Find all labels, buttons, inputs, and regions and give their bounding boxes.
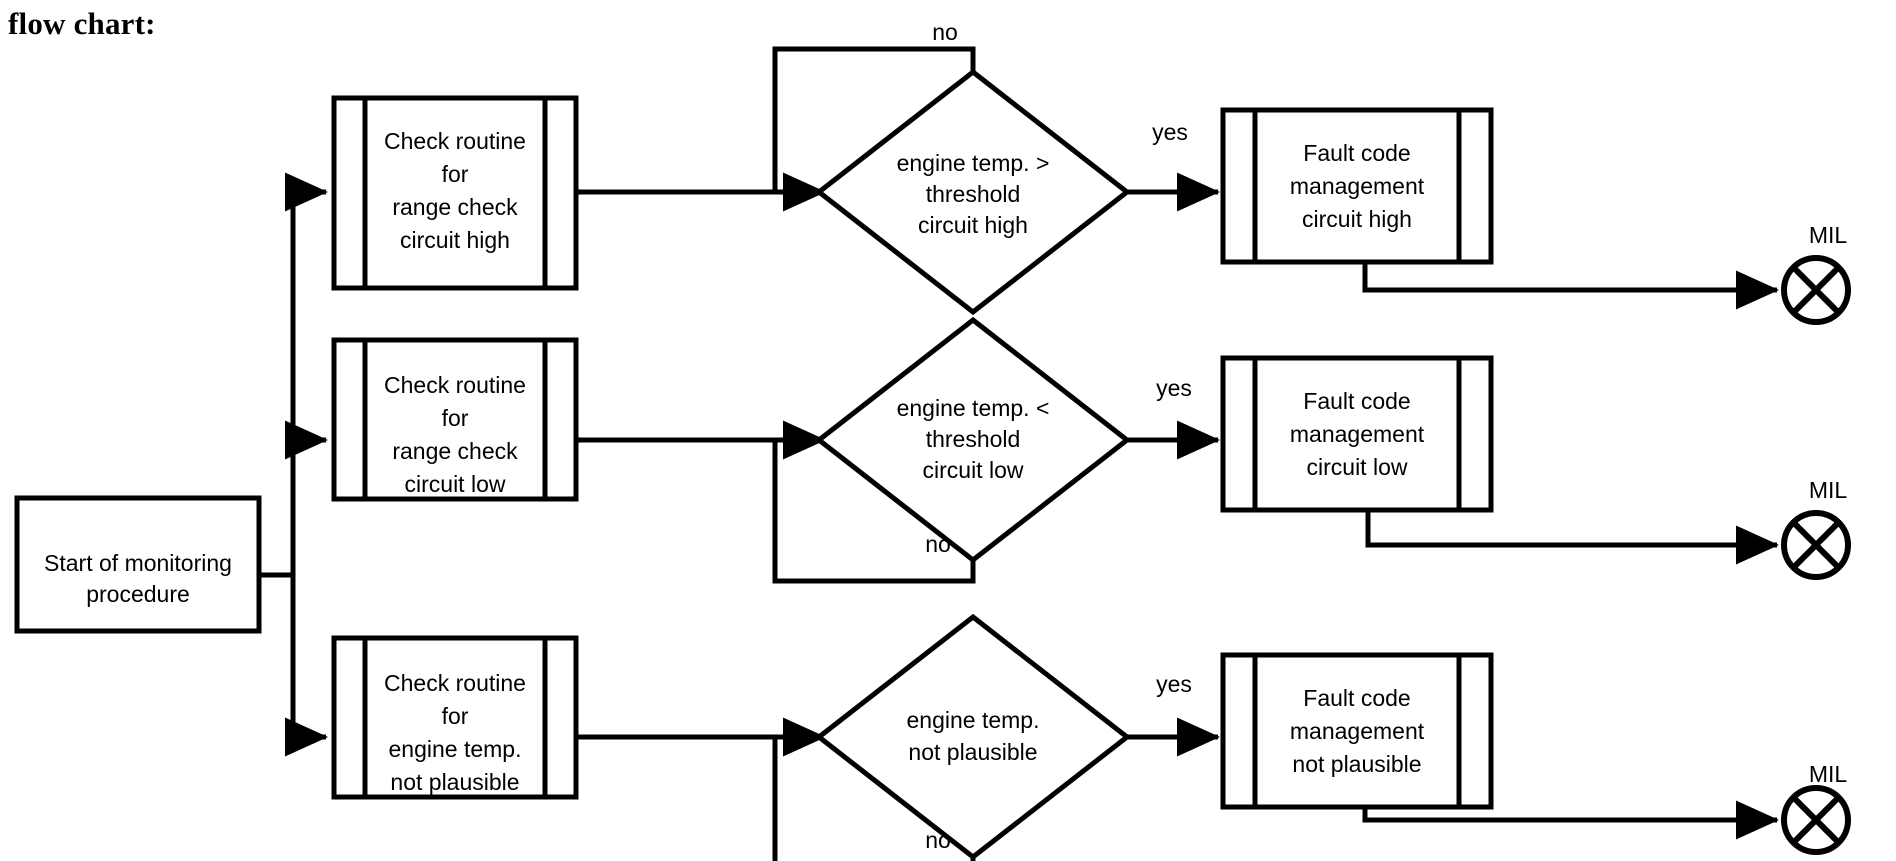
node-check-high-line2: for bbox=[442, 161, 469, 187]
mil-cross-icon bbox=[1790, 519, 1842, 571]
mil-label-plaus: MIL bbox=[1809, 761, 1848, 787]
node-mil-not-plausible[interactable]: MIL bbox=[1781, 761, 1851, 855]
node-start-line1: Start of monitoring bbox=[44, 550, 232, 576]
node-decision-low-line2: threshold bbox=[926, 426, 1021, 452]
edge-fault-low-to-mil bbox=[1365, 510, 1780, 565]
edge-label-yes-high: yes bbox=[1152, 119, 1188, 145]
node-decision-plaus-line1: engine temp. bbox=[907, 707, 1040, 733]
edge-fault-high-to-mil bbox=[1362, 262, 1780, 310]
mil-label-high: MIL bbox=[1809, 222, 1848, 248]
node-decision-high-line3: circuit high bbox=[918, 212, 1028, 238]
edge-label-no-high: no bbox=[932, 19, 958, 45]
node-check-high-line3: range check bbox=[392, 194, 518, 220]
node-fault-low-line1: Fault code bbox=[1303, 388, 1410, 414]
node-decision-low-line1: engine temp. < bbox=[897, 395, 1050, 421]
node-decision-circuit-high[interactable]: engine temp. > threshold circuit high bbox=[814, 68, 1132, 316]
node-start[interactable]: Start of monitoring procedure bbox=[14, 495, 262, 634]
edge-fault-plaus-to-mil bbox=[1362, 800, 1780, 840]
edge-labels-layer: no yes no yes no yes bbox=[925, 19, 1192, 853]
node-mil-circuit-high[interactable]: MIL bbox=[1781, 222, 1851, 325]
node-check-low-line3: range check bbox=[392, 438, 518, 464]
node-check-high-line1: Check routine bbox=[384, 128, 526, 154]
node-decision-high-line1: engine temp. > bbox=[897, 150, 1050, 176]
node-fault-code-not-plausible[interactable]: Fault code management not plausible bbox=[1220, 652, 1494, 810]
node-check-low-line2: for bbox=[442, 405, 469, 431]
node-fault-high-line2: management bbox=[1290, 173, 1425, 199]
node-check-high-line4: circuit high bbox=[400, 227, 510, 253]
edge-label-yes-plaus: yes bbox=[1156, 671, 1192, 697]
node-fault-plaus-line3: not plausible bbox=[1292, 751, 1421, 777]
mil-cross-icon bbox=[1790, 794, 1842, 846]
node-check-plaus-line1: Check routine bbox=[384, 670, 526, 696]
node-check-routine-not-plausible[interactable]: Check routine for engine temp. not plaus… bbox=[331, 635, 579, 800]
node-check-plaus-line3: engine temp. bbox=[389, 736, 522, 762]
node-fault-high-line1: Fault code bbox=[1303, 140, 1410, 166]
page-title: flow chart: bbox=[8, 6, 156, 41]
node-start-line2: procedure bbox=[86, 581, 190, 607]
node-check-low-line4: circuit low bbox=[405, 471, 506, 497]
node-fault-plaus-line2: management bbox=[1290, 718, 1425, 744]
mil-cross-icon bbox=[1790, 264, 1842, 316]
node-fault-high-line3: circuit high bbox=[1302, 206, 1412, 232]
node-fault-low-line2: management bbox=[1290, 421, 1425, 447]
node-check-plaus-line2: for bbox=[442, 703, 469, 729]
mil-label-low: MIL bbox=[1809, 477, 1848, 503]
node-fault-code-circuit-low[interactable]: Fault code management circuit low bbox=[1220, 355, 1494, 513]
node-check-plaus-line4: not plausible bbox=[390, 769, 519, 795]
node-decision-circuit-low[interactable]: engine temp. < threshold circuit low bbox=[814, 316, 1132, 564]
node-check-low-line1: Check routine bbox=[384, 372, 526, 398]
edge-label-no-low: no bbox=[925, 531, 951, 557]
node-decision-plaus-line2: not plausible bbox=[908, 739, 1037, 765]
node-fault-plaus-line1: Fault code bbox=[1303, 685, 1410, 711]
node-decision-not-plausible[interactable]: engine temp. not plausible bbox=[814, 613, 1132, 861]
edge-label-yes-low: yes bbox=[1156, 375, 1192, 401]
node-decision-low-line3: circuit low bbox=[923, 457, 1024, 483]
edge-label-no-plaus: no bbox=[925, 827, 951, 853]
node-decision-high-line2: threshold bbox=[926, 181, 1021, 207]
node-check-routine-circuit-low[interactable]: Check routine for range check circuit lo… bbox=[331, 337, 579, 502]
node-fault-low-line3: circuit low bbox=[1307, 454, 1408, 480]
node-fault-code-circuit-high[interactable]: Fault code management circuit high bbox=[1220, 107, 1494, 265]
node-mil-circuit-low[interactable]: MIL bbox=[1781, 477, 1851, 580]
node-check-routine-circuit-high[interactable]: Check routine for range check circuit hi… bbox=[331, 95, 579, 291]
